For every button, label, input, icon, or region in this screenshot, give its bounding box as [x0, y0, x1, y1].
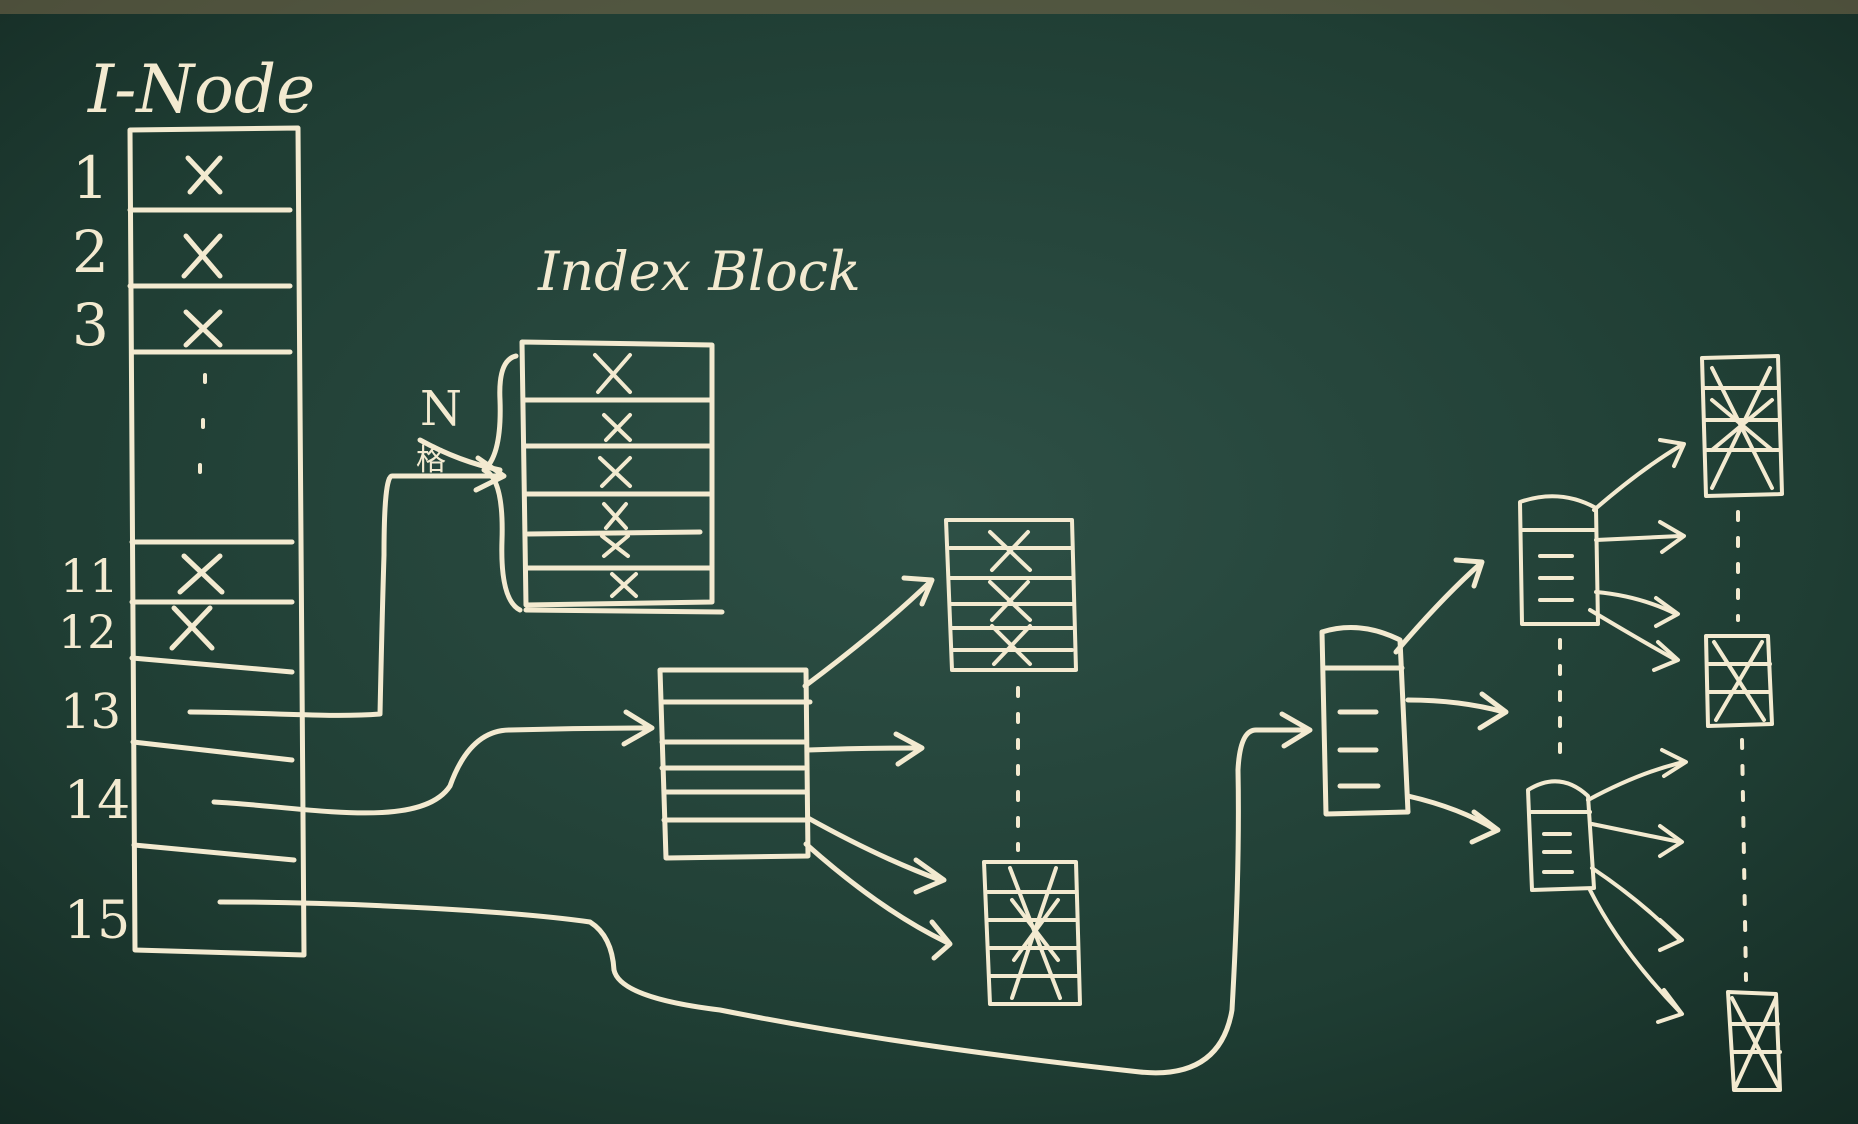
triple-indirect-block — [1319, 625, 1411, 817]
di-arrow-mid-head — [893, 731, 925, 767]
index-x-mark — [602, 502, 628, 530]
second-level-block-top — [1518, 494, 1600, 626]
second-level-arrows — [1586, 438, 1688, 1024]
data-block-bottom — [982, 860, 1082, 1006]
n-arrow — [417, 437, 503, 473]
pointer-15 — [217, 727, 1309, 1076]
slot-label-15: 15 — [64, 891, 130, 951]
n-brace — [481, 353, 523, 613]
slot-x-mark — [185, 155, 223, 195]
second-level-block-bottom — [1526, 779, 1596, 892]
slot-x-mark — [181, 233, 223, 279]
slot-x-mark — [183, 309, 223, 348]
slot-label-2: 2 — [72, 218, 109, 286]
data-block-mid-right — [1704, 634, 1774, 728]
index-row-divider — [525, 529, 703, 537]
index-block-label: Index Block — [537, 240, 861, 303]
di-arrow-up-head — [901, 575, 935, 607]
slot-x-mark — [177, 553, 225, 595]
data-block-bottom-right — [1726, 990, 1782, 1092]
index-x-mark — [602, 413, 632, 442]
inode-row-divider — [130, 739, 295, 763]
index-x-mark — [600, 534, 630, 558]
di-arrow-low — [805, 815, 943, 883]
ti-arrow-low-head — [1469, 809, 1501, 845]
slot-label-3: 3 — [72, 291, 109, 359]
di-arrow-low-head — [913, 857, 947, 895]
inode-row-divider — [129, 655, 295, 675]
index-row-divider — [523, 607, 725, 615]
index-x-mark — [598, 456, 632, 488]
vertical-ellipsis — [1736, 510, 1748, 982]
inode-table-border — [127, 125, 307, 958]
index-x-mark — [593, 353, 632, 394]
board-top-frame — [0, 0, 1858, 14]
double-indirect-border — [657, 667, 811, 861]
di-arrow-bottom-head — [929, 919, 953, 961]
inode-table — [127, 125, 307, 958]
ti-arrow-up-head — [1453, 557, 1485, 589]
slot-label-11: 11 — [60, 549, 119, 603]
inode-title: I-Node — [87, 51, 315, 128]
slot-label-13: 13 — [60, 684, 121, 740]
di-arrow-bottom — [803, 841, 949, 945]
pointer-15-arrowhead — [1279, 711, 1313, 749]
index-block-border — [519, 339, 715, 608]
slot-x-mark — [169, 605, 215, 651]
di-arrow-up — [802, 579, 933, 689]
triple-indirect-border — [1319, 625, 1411, 817]
pointer-13-arrowhead — [473, 455, 507, 493]
pointer-14 — [211, 725, 653, 816]
di-arrow-mid — [805, 745, 923, 753]
pointer-13 — [187, 473, 503, 718]
pointer-14-arrowhead — [621, 709, 655, 747]
data-block-top — [944, 518, 1078, 672]
n-sub-label: 格 — [416, 443, 446, 478]
ti-arrow-mid — [1405, 697, 1507, 715]
slot-label-12: 12 — [58, 605, 117, 659]
ti-arrow-up — [1393, 561, 1483, 655]
ti-arrow-mid-head — [1477, 691, 1509, 731]
slot-label-14: 14 — [64, 771, 130, 831]
double-indirect-block — [657, 667, 813, 861]
index-x-mark — [610, 572, 638, 598]
inode-ellipsis — [198, 373, 207, 474]
inode-row-divider — [131, 842, 297, 863]
index-block — [519, 339, 725, 615]
slot-label-1: 1 — [72, 144, 109, 212]
data-block-top-right — [1700, 354, 1784, 498]
n-label: N — [420, 381, 462, 437]
